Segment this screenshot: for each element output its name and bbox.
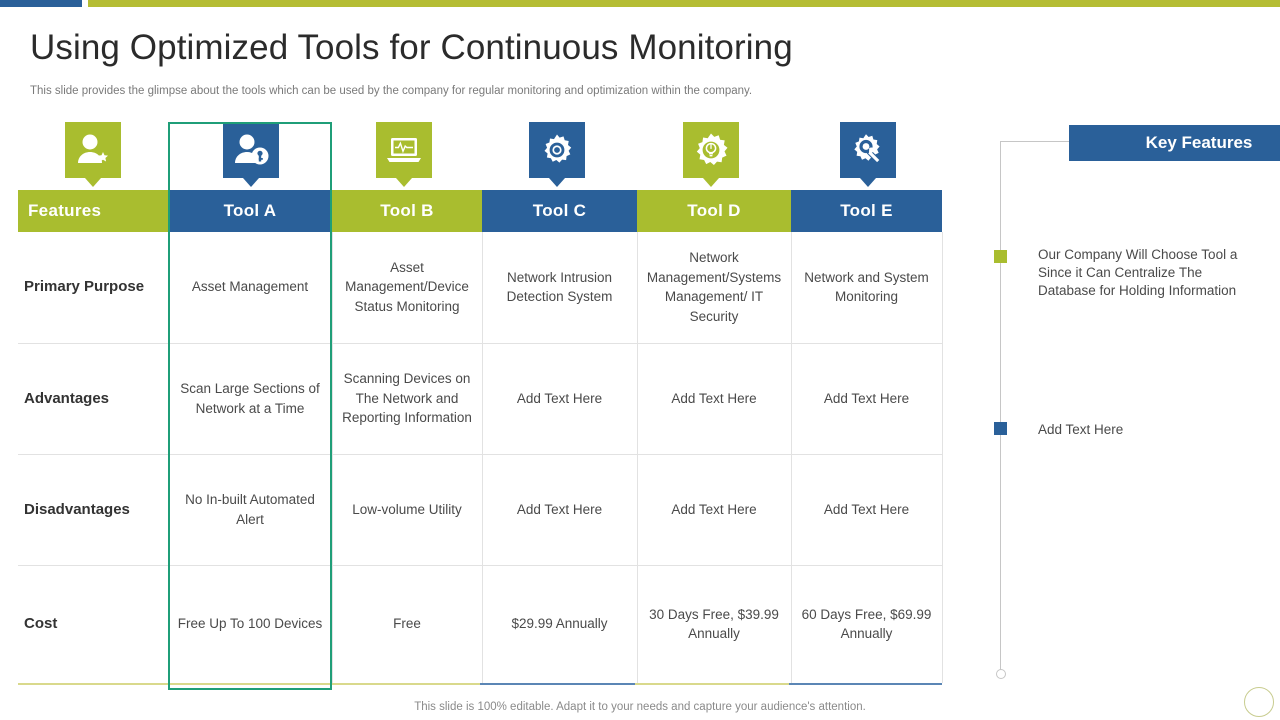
cell-disadvantages-tool-e: Add Text Here xyxy=(791,454,943,566)
row-label-cost: Cost xyxy=(18,565,169,683)
user-key-caret-icon xyxy=(243,178,259,187)
table-bottom-rule-tool-e xyxy=(789,683,942,685)
cell-advantages-tool-d: Add Text Here xyxy=(637,343,792,455)
table-header-features[interactable]: Features xyxy=(18,190,168,232)
cell-cost-tool-e: 60 Days Free, $69.99 Annually xyxy=(791,565,943,683)
cell-primary-purpose-tool-e: Network and System Monitoring xyxy=(791,232,943,344)
row-label-primary-purpose: Primary Purpose xyxy=(18,232,169,344)
tools-comparison-table: Features Tool A Tool B Tool C Tool D Too… xyxy=(18,190,943,683)
key-feature-item-1: Our Company Will Choose Tool a Since it … xyxy=(1038,247,1238,299)
page-subtitle: This slide provides the glimpse about th… xyxy=(30,85,753,97)
cell-cost-tool-c: $29.99 Annually xyxy=(482,565,638,683)
table-header-tool-c[interactable]: Tool C xyxy=(482,190,637,232)
panel-end-dot-icon xyxy=(996,669,1006,679)
bullet-square-icon-2 xyxy=(994,422,1007,435)
panel-connector-horizontal xyxy=(1000,141,1080,142)
top-accent-bar-green xyxy=(88,0,1280,7)
gear-icon xyxy=(529,122,585,178)
laptop-pulse-icon xyxy=(376,122,432,178)
table-header-tool-e[interactable]: Tool E xyxy=(791,190,942,232)
user-star-caret-icon xyxy=(85,178,101,187)
table-header-row: Features Tool A Tool B Tool C Tool D Too… xyxy=(18,190,942,232)
cell-disadvantages-tool-d: Add Text Here xyxy=(637,454,792,566)
key-feature-item-2: Add Text Here xyxy=(1038,422,1124,437)
cell-cost-tool-b: Free xyxy=(332,565,483,683)
cell-primary-purpose-tool-c: Network Intrusion Detection System xyxy=(482,232,638,344)
footer-note: This slide is 100% editable. Adapt it to… xyxy=(414,701,866,713)
cell-primary-purpose-tool-a: Asset Management xyxy=(167,232,333,344)
decorative-corner-circle xyxy=(1244,687,1274,717)
cell-disadvantages-tool-c: Add Text Here xyxy=(482,454,638,566)
cell-advantages-tool-b: Scanning Devices on The Network and Repo… xyxy=(332,343,483,455)
table-header-tool-b[interactable]: Tool B xyxy=(332,190,482,232)
gear-bulb-icon xyxy=(683,122,739,178)
table-row: Primary Purpose Asset Management Asset M… xyxy=(18,232,943,344)
gear-wrench-caret-icon xyxy=(860,178,876,187)
cell-primary-purpose-tool-d: Network Management/Systems Management/ I… xyxy=(637,232,792,344)
cell-advantages-tool-e: Add Text Here xyxy=(791,343,943,455)
table-row: Cost Free Up To 100 Devices Free $29.99 … xyxy=(18,565,943,683)
bullet-square-icon-1 xyxy=(994,250,1007,263)
top-accent-bar-blue xyxy=(0,0,82,7)
table-header-tool-d[interactable]: Tool D xyxy=(637,190,791,232)
cell-primary-purpose-tool-b: Asset Management/Device Status Monitorin… xyxy=(332,232,483,344)
user-key-icon xyxy=(223,122,279,178)
cell-cost-tool-a: Free Up To 100 Devices xyxy=(167,565,333,683)
key-features-title: Key Features xyxy=(1145,133,1253,152)
table-header-tool-a[interactable]: Tool A xyxy=(168,190,332,232)
cell-disadvantages-tool-b: Low-volume Utility xyxy=(332,454,483,566)
gear-caret-icon xyxy=(549,178,565,187)
gear-bulb-caret-icon xyxy=(703,178,719,187)
gear-wrench-icon xyxy=(840,122,896,178)
cell-cost-tool-d: 30 Days Free, $39.99 Annually xyxy=(637,565,792,683)
row-label-disadvantages: Disadvantages xyxy=(18,454,169,566)
row-label-advantages: Advantages xyxy=(18,343,169,455)
user-star-icon xyxy=(65,122,121,178)
table-row: Advantages Scan Large Sections of Networ… xyxy=(18,343,943,455)
table-bottom-rule-tool-c xyxy=(480,683,635,685)
cell-disadvantages-tool-a: No In-built Automated Alert xyxy=(167,454,333,566)
page-title: Using Optimized Tools for Continuous Mon… xyxy=(30,28,793,67)
cell-advantages-tool-c: Add Text Here xyxy=(482,343,638,455)
table-row: Disadvantages No In-built Automated Aler… xyxy=(18,454,943,566)
panel-connector-vertical xyxy=(1000,141,1001,673)
laptop-pulse-caret-icon xyxy=(396,178,412,187)
cell-advantages-tool-a: Scan Large Sections of Network at a Time xyxy=(167,343,333,455)
key-features-banner: Key Features xyxy=(1069,125,1280,161)
